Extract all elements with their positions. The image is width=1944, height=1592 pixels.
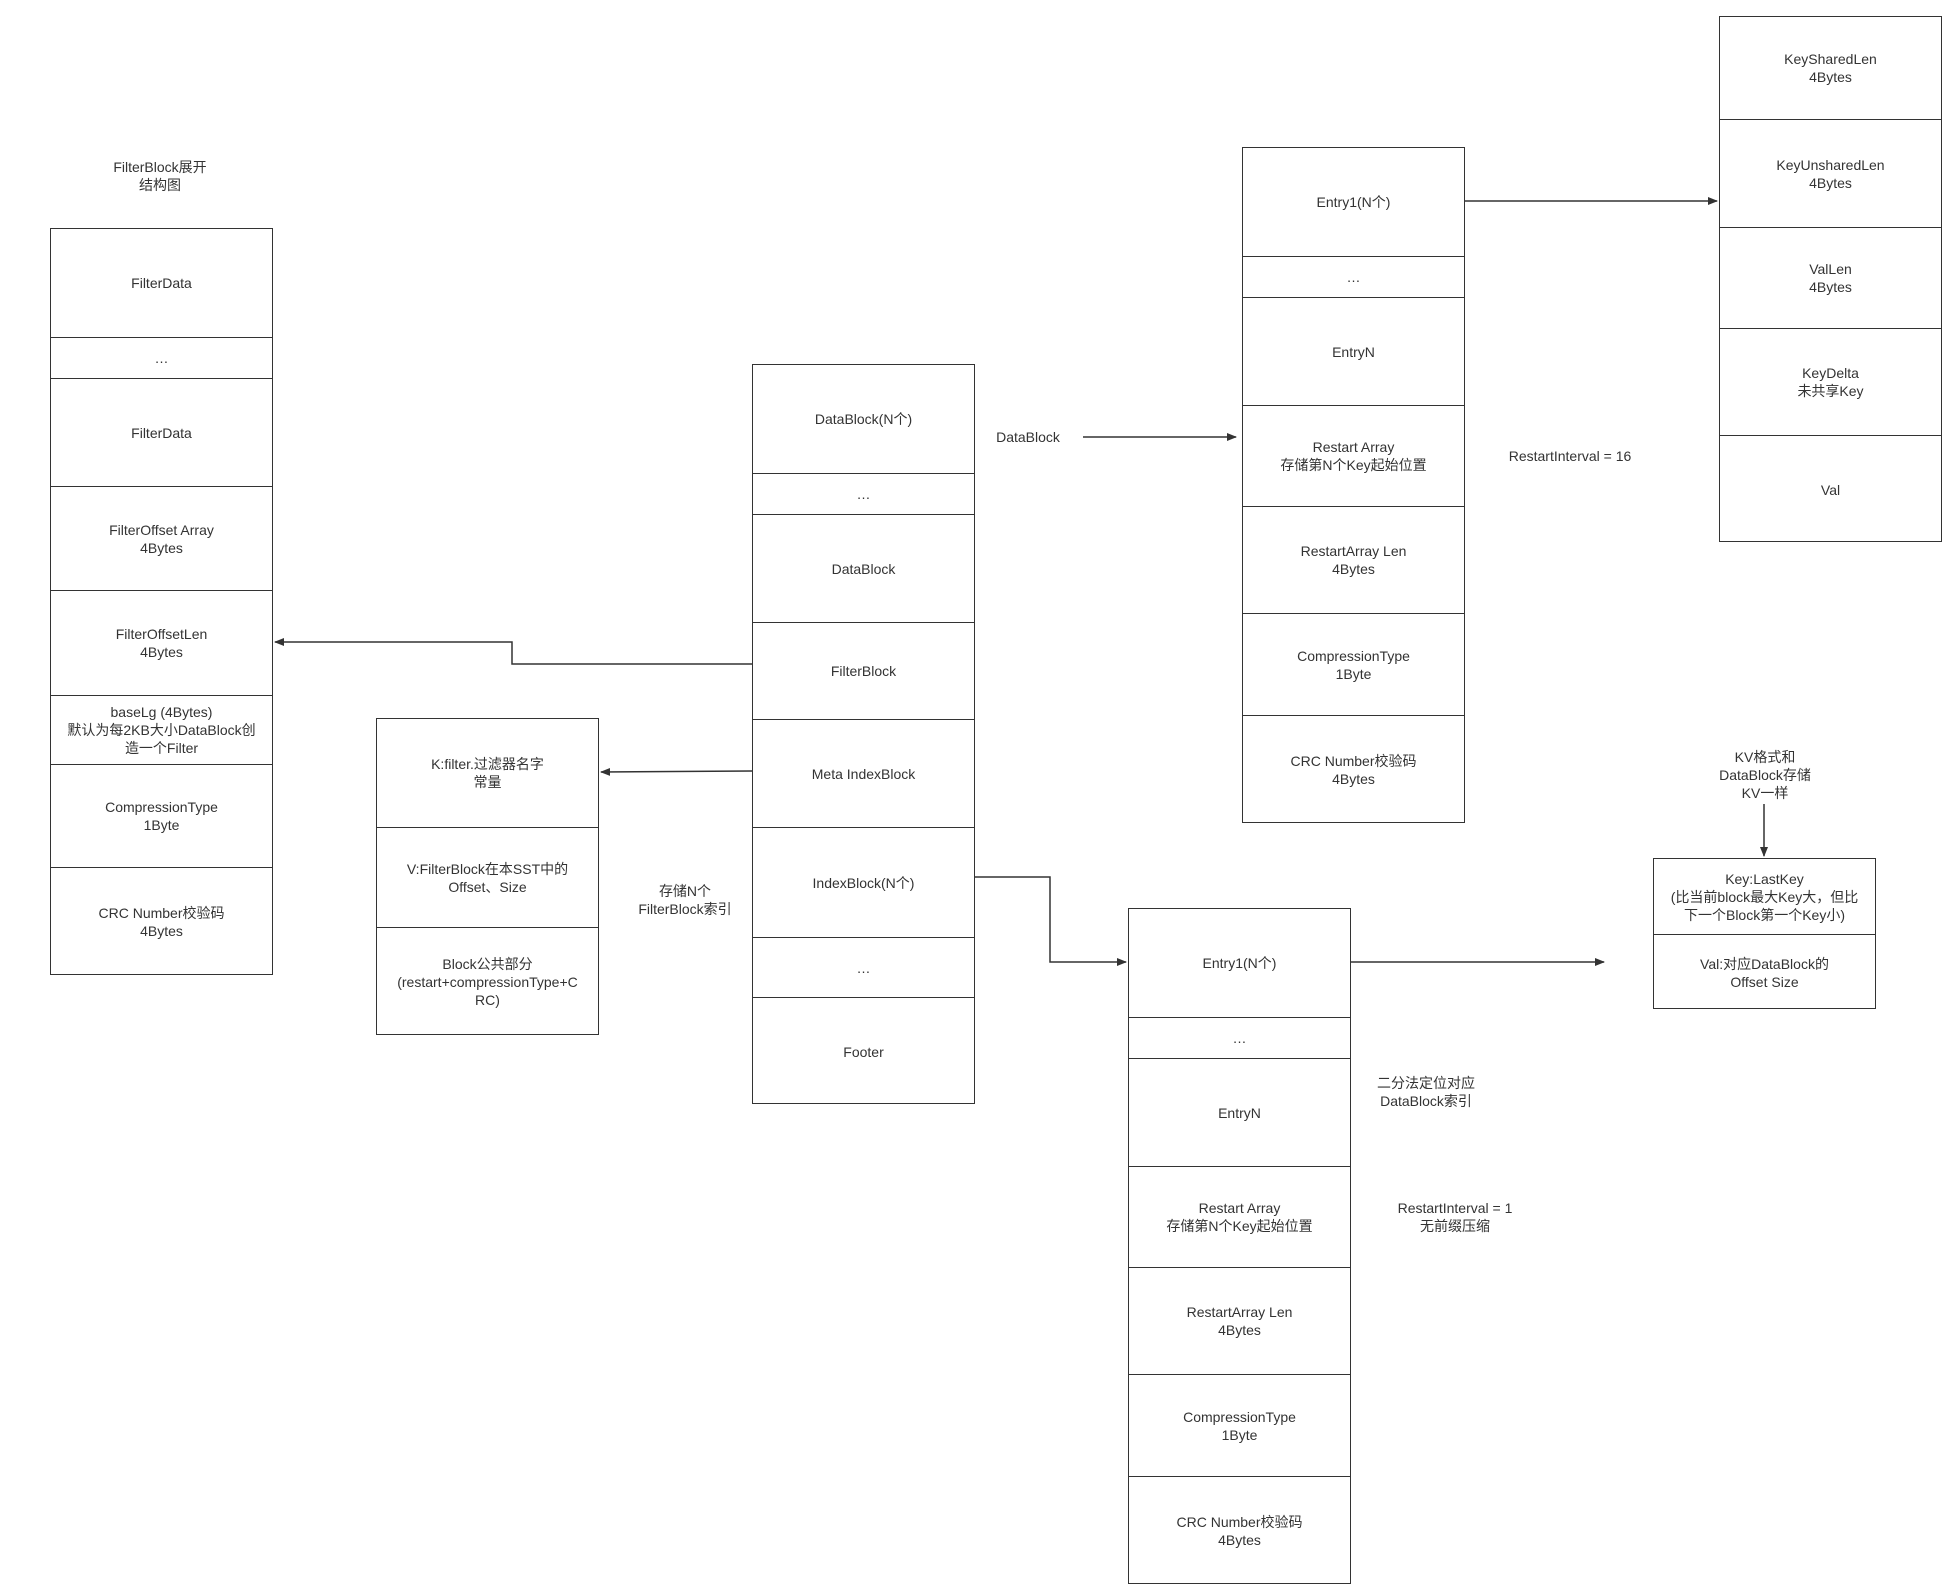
sst-indexblock-cell: IndexBlock(N个) bbox=[753, 827, 974, 937]
block-common-cell: Block公共部分 (restart+compressionType+C RC) bbox=[377, 927, 598, 1036]
filter-block-structure: FilterData … FilterData FilterOffset Arr… bbox=[50, 228, 273, 975]
compression-type-cell: CompressionType 1Byte bbox=[51, 764, 272, 867]
filterblock-arrow bbox=[274, 638, 752, 665]
filter-offset-array-cell: FilterOffset Array 4Bytes bbox=[51, 486, 272, 590]
entry1-cell: Entry1(N个) bbox=[1316, 194, 1391, 210]
entry-structure: KeySharedLen 4Bytes KeyUnsharedLen 4Byte… bbox=[1719, 16, 1942, 542]
sst-filterblock-cell: FilterBlock bbox=[753, 622, 974, 719]
restart-array-cell: Restart Array 存储第N个Key起始位置 bbox=[1243, 405, 1464, 506]
filter-block-title: FilterBlock展开 结构图 bbox=[113, 159, 207, 193]
meta-value-cell: V:FilterBlock在本SST中的 Offset、Size bbox=[377, 827, 598, 927]
filter-offset-len-cell: FilterOffsetLen 4Bytes bbox=[51, 590, 272, 695]
ellipsis-cell: … bbox=[51, 337, 272, 378]
indexblock-arrow bbox=[975, 876, 1127, 966]
base-lg-cell: baseLg (4Bytes) 默认为每2KB大小DataBlock创 造一个F… bbox=[51, 695, 272, 764]
compression-type-cell: CompressionType 1Byte bbox=[1243, 613, 1464, 715]
ellipsis-cell: … bbox=[753, 473, 974, 514]
meta-key-cell: K:filter.过滤器名字 常量 bbox=[431, 756, 544, 790]
sst-datablock-n-cell: DataBlock(N个) bbox=[814, 411, 913, 427]
sst-structure: DataBlock(N个) … DataBlock FilterBlock Me… bbox=[752, 364, 975, 1104]
meta-index-arrow bbox=[600, 767, 753, 776]
meta-index-structure: K:filter.过滤器名字 常量 V:FilterBlock在本SST中的 O… bbox=[376, 718, 599, 1035]
meta-index-note: 存储N个 FilterBlock索引 bbox=[638, 883, 732, 917]
restart-array-len-cell: RestartArray Len 4Bytes bbox=[1243, 506, 1464, 613]
sst-footer-cell: Footer bbox=[753, 997, 974, 1105]
index-entry-structure: Key:LastKey (比当前block最大Key大，但比 下一个Block第… bbox=[1653, 858, 1876, 1009]
ellipsis-cell: … bbox=[1129, 1017, 1350, 1058]
sst-datablock-cell: DataBlock bbox=[753, 514, 974, 622]
val-len-cell: ValLen 4Bytes bbox=[1720, 227, 1941, 328]
key-unshared-len-cell: KeyUnsharedLen 4Bytes bbox=[1720, 119, 1941, 227]
index-key-cell: Key:LastKey (比当前block最大Key大，但比 下一个Block第… bbox=[1670, 870, 1859, 923]
crc-cell: CRC Number校验码 4Bytes bbox=[51, 867, 272, 976]
datablock-restart-interval: RestartInterval = 16 bbox=[1508, 448, 1632, 464]
indexblock-restart-interval: RestartInterval = 1 无前缀压缩 bbox=[1397, 1200, 1513, 1234]
datablock-arrow-label: DataBlock bbox=[996, 429, 1060, 445]
ellipsis-cell: … bbox=[1243, 256, 1464, 297]
ellipsis-cell: … bbox=[753, 937, 974, 997]
crc-cell: CRC Number校验码 4Bytes bbox=[1129, 1476, 1350, 1585]
filter-data-cell: FilterData bbox=[51, 378, 272, 486]
kv-format-note: KV格式和 DataBlock存储 KV一样 bbox=[1719, 749, 1811, 801]
crc-cell: CRC Number校验码 4Bytes bbox=[1243, 715, 1464, 824]
entry1-cell: Entry1(N个) bbox=[1202, 955, 1277, 971]
index-val-cell: Val:对应DataBlock的 Offset Size bbox=[1654, 934, 1875, 1010]
restart-array-cell: Restart Array 存储第N个Key起始位置 bbox=[1129, 1166, 1350, 1267]
key-delta-cell: KeyDelta 未共享Key bbox=[1720, 328, 1941, 435]
sst-meta-indexblock-cell: Meta IndexBlock bbox=[753, 719, 974, 827]
binary-search-note: 二分法定位对应 DataBlock索引 bbox=[1377, 1075, 1475, 1109]
key-shared-len-cell: KeySharedLen 4Bytes bbox=[1784, 51, 1877, 85]
datablock-structure: Entry1(N个) … EntryN Restart Array 存储第N个K… bbox=[1242, 147, 1465, 823]
compression-type-cell: CompressionType 1Byte bbox=[1129, 1374, 1350, 1476]
restart-array-len-cell: RestartArray Len 4Bytes bbox=[1129, 1267, 1350, 1374]
indexblock-structure: Entry1(N个) … EntryN Restart Array 存储第N个K… bbox=[1128, 908, 1351, 1584]
val-cell: Val bbox=[1720, 435, 1941, 543]
entryn-cell: EntryN bbox=[1129, 1058, 1350, 1166]
filter-data-cell: FilterData bbox=[131, 275, 192, 291]
entryn-cell: EntryN bbox=[1243, 297, 1464, 405]
